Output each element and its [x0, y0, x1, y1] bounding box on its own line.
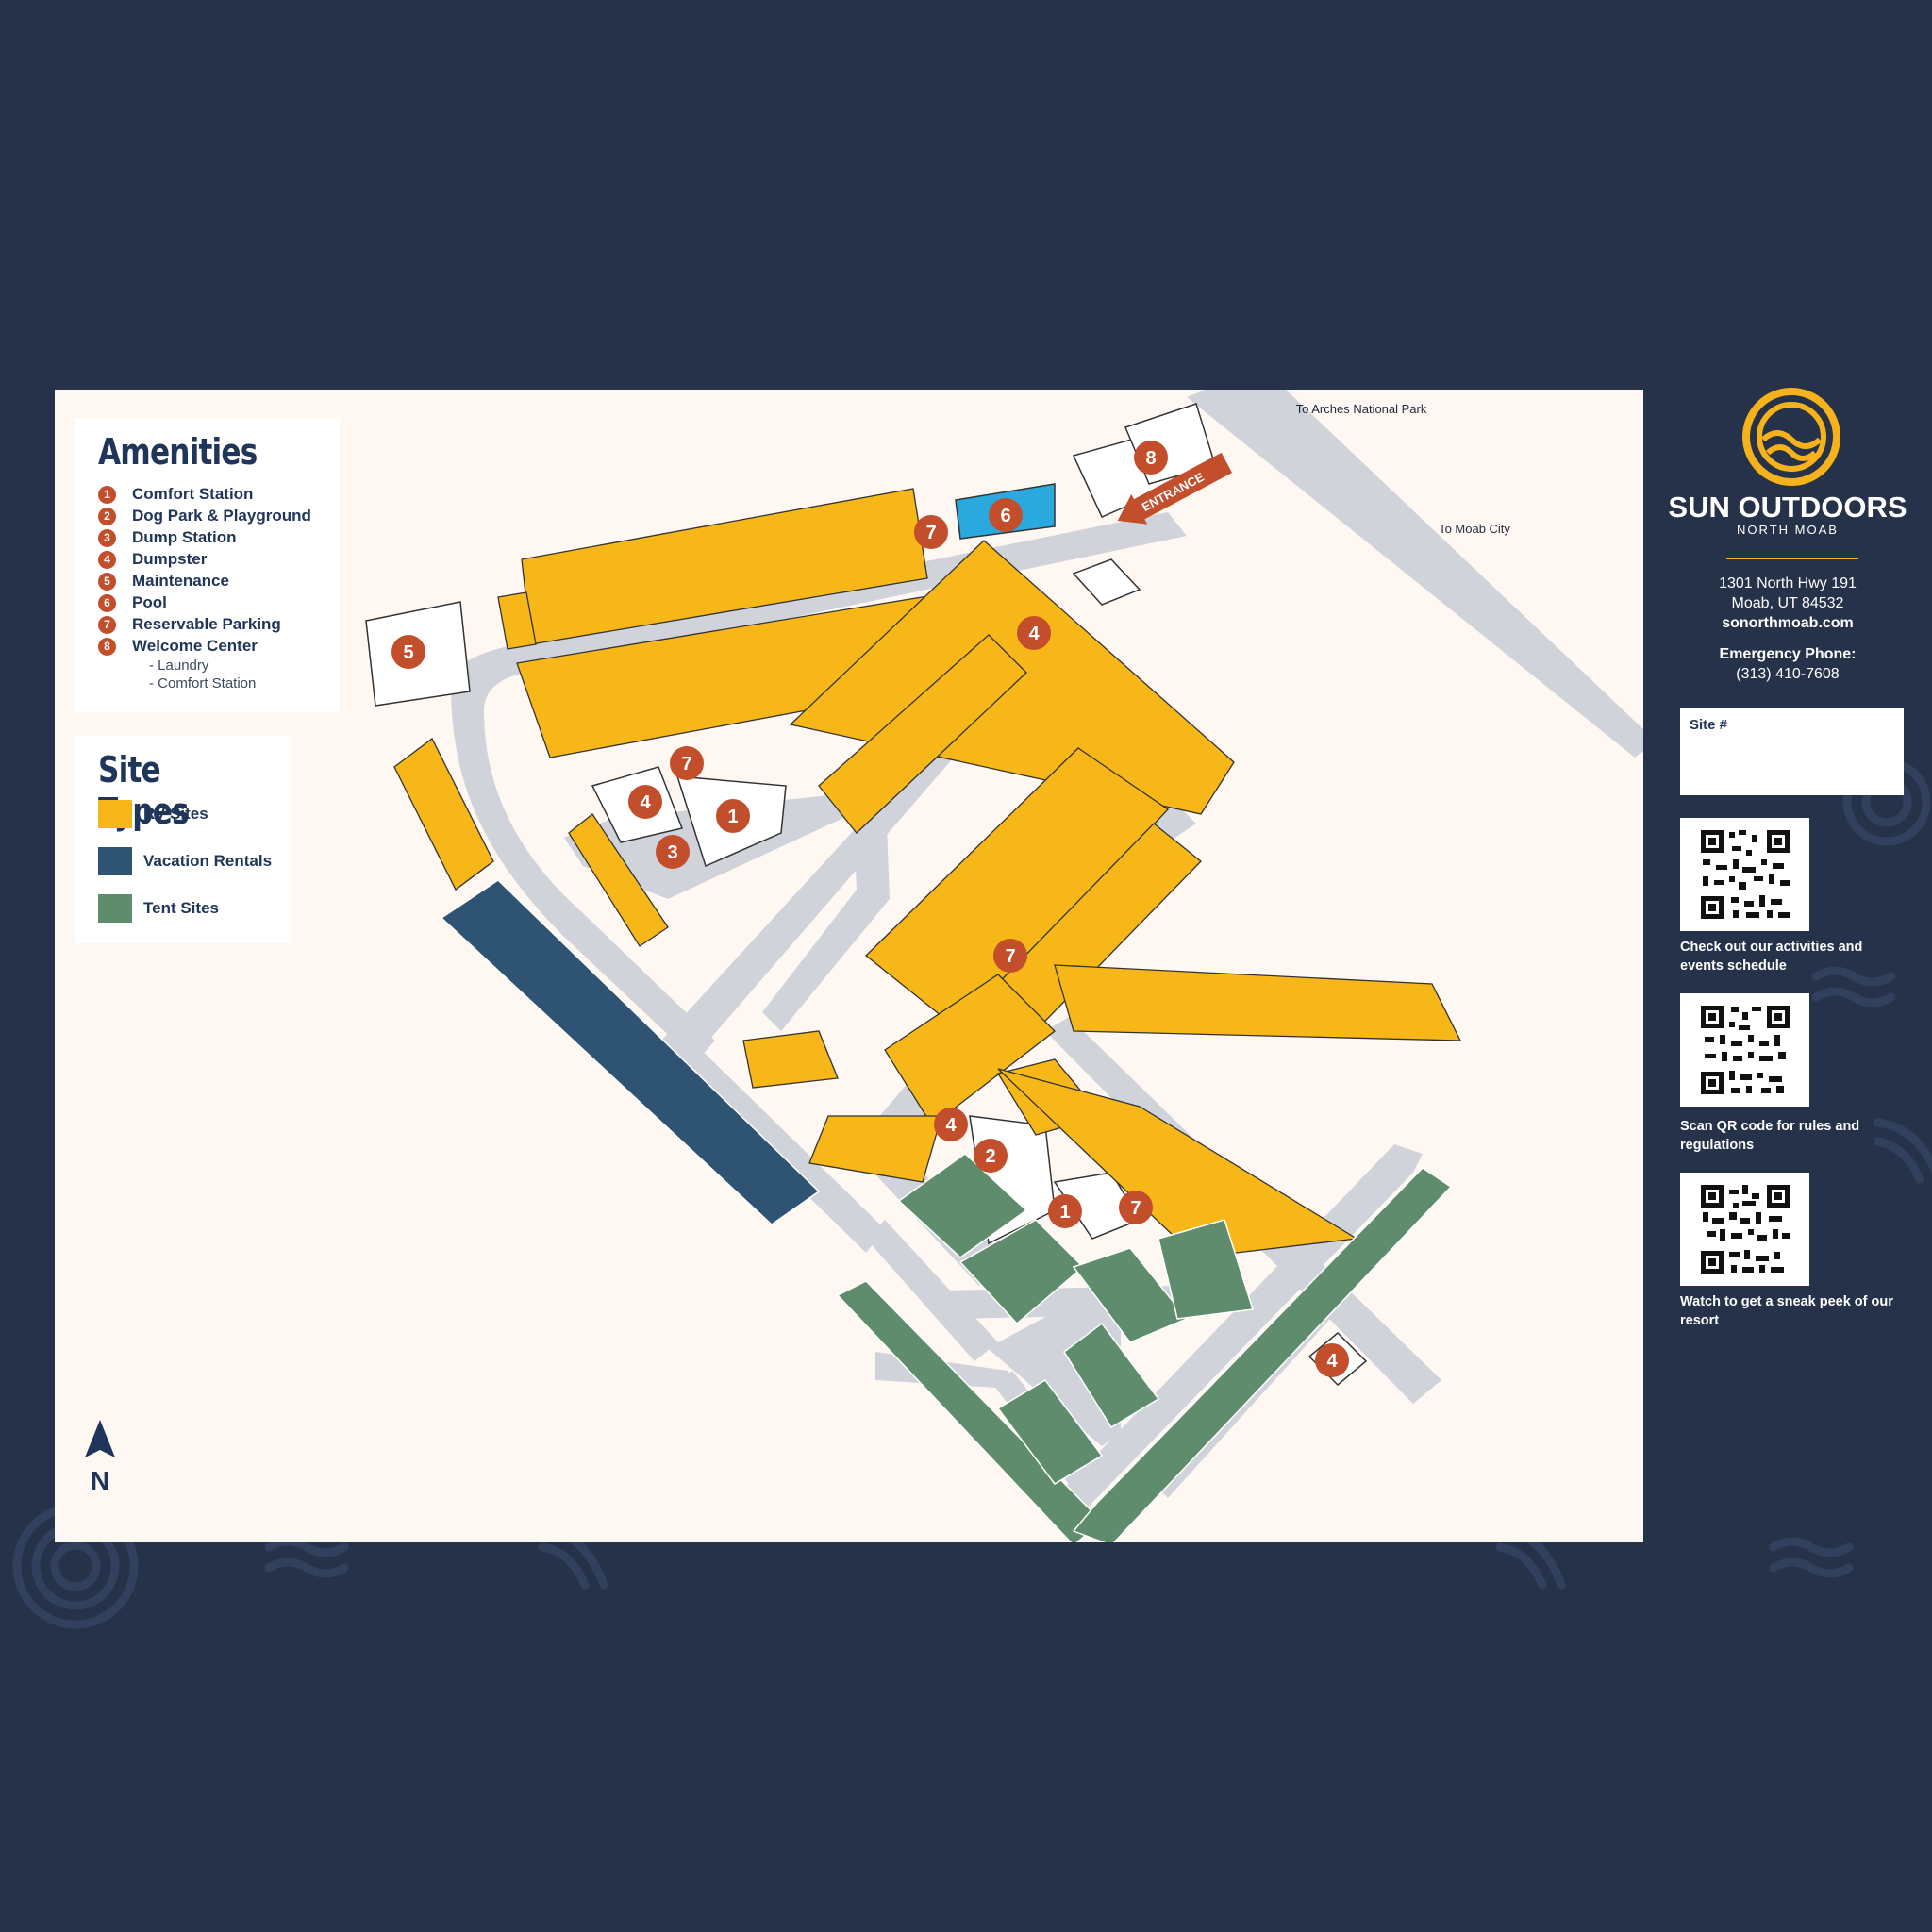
svg-text:4: 4 [945, 1115, 957, 1136]
to-arches-label: To Arches National Park [1296, 402, 1427, 416]
vacation-swatch [98, 847, 132, 875]
qr-code-rules[interactable] [1680, 993, 1809, 1107]
website-link[interactable]: sonorthmoab.com [1722, 615, 1854, 631]
emergency-label: Emergency Phone: [1719, 646, 1857, 662]
site-map: 5 8 6 7 4 7 4 1 3 7 4 2 1 7 4 ENTRANCE T… [365, 390, 1643, 1542]
amenity-markers: 5 8 6 7 4 7 4 1 3 7 4 2 1 7 4 [391, 441, 1349, 1377]
svg-text:4: 4 [1028, 624, 1040, 644]
svg-text:1: 1 [1059, 1202, 1070, 1223]
qr-caption-rules: Scan QR code for rules and regulations [1680, 1119, 1860, 1153]
site-types-legend: Site Types RV Sites Vacation Rentals Ten… [75, 736, 291, 943]
divider [1726, 558, 1858, 559]
site-type-vacation: Vacation Rentals [98, 847, 272, 875]
sidebar: SUN OUTDOORS NORTH MOAB 1301 North Hwy 1… [1660, 377, 1915, 1358]
qr-caption-video: Watch to get a sneak peek of our resort [1680, 1294, 1893, 1328]
site-number-box[interactable]: Site # [1680, 708, 1904, 795]
qr-caption-activities: Check out our activities and events sche… [1680, 940, 1863, 974]
svg-text:7: 7 [681, 754, 691, 774]
amenities-title: Amenities [98, 431, 258, 473]
amenity-sub-item: - Comfort Station [149, 675, 257, 691]
qr-code-icon [1701, 1185, 1790, 1274]
site-type-tent: Tent Sites [98, 894, 219, 923]
svg-text:8: 8 [1145, 448, 1156, 469]
svg-text:6: 6 [1000, 506, 1010, 526]
qr-code-icon [1701, 830, 1790, 919]
rv-sites [393, 488, 1462, 1258]
vacation-rental-sites [440, 879, 821, 1225]
qr-code-video[interactable] [1680, 1173, 1809, 1286]
svg-text:7: 7 [925, 523, 936, 543]
svg-text:2: 2 [985, 1146, 995, 1167]
emergency-phone[interactable]: (313) 410-7608 [1736, 666, 1840, 682]
brand-location: NORTH MOAB [1737, 523, 1839, 537]
address-line2: Moab, UT 84532 [1731, 595, 1844, 611]
north-arrow-icon: N [85, 1420, 115, 1493]
sun-outdoors-logo-icon [1742, 388, 1840, 486]
tent-sites [836, 1153, 1453, 1542]
tent-swatch [98, 894, 132, 923]
qr-code-icon [1701, 1006, 1790, 1094]
rv-swatch [98, 800, 132, 828]
amenity-sub-item: - Laundry [149, 658, 209, 674]
campground-map: 5 8 6 7 4 7 4 1 3 7 4 2 1 7 4 ENTRANCE T… [55, 390, 1643, 1542]
to-moab-label: To Moab City [1439, 522, 1510, 536]
brand-name: SUN OUTDOORS [1668, 491, 1907, 524]
svg-text:N: N [91, 1466, 109, 1493]
svg-text:4: 4 [640, 792, 651, 813]
svg-text:1: 1 [727, 807, 738, 827]
site-type-rv: RV Sites [98, 800, 208, 828]
highway-191 [1187, 390, 1643, 758]
address-line1: 1301 North Hwy 191 [1719, 575, 1857, 591]
svg-text:4: 4 [1326, 1351, 1338, 1372]
svg-text:5: 5 [403, 642, 413, 663]
svg-text:7: 7 [1130, 1198, 1141, 1219]
qr-code-activities[interactable] [1680, 818, 1809, 931]
svg-text:7: 7 [1005, 946, 1015, 967]
svg-text:3: 3 [667, 842, 677, 863]
highway-191 [1204, 390, 1643, 753]
